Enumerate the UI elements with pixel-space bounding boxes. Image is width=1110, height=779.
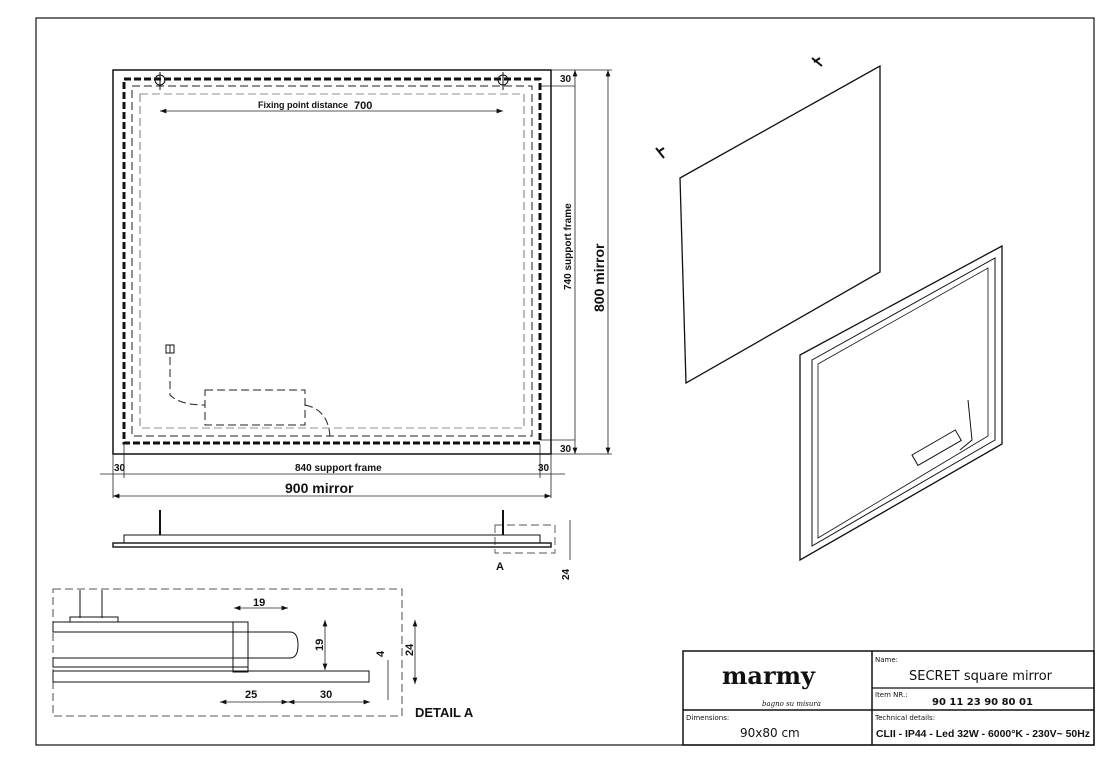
detail-dim-glass: 4	[375, 650, 387, 657]
bottom-margin-dim: 30	[560, 444, 572, 455]
mirror-outline	[112, 69, 552, 455]
top-margin-dim: 30	[560, 74, 572, 85]
front-view: Fixing point distance 700 30 30 740 supp…	[100, 69, 612, 499]
left-margin-dim: 30	[114, 463, 126, 474]
name-label: Name:	[875, 656, 898, 664]
dimensions-label: Dimensions:	[686, 714, 729, 722]
detail-dim-left: 25	[245, 689, 257, 701]
detail-a: 19 19 24 4 25 30 DETAIL A	[52, 588, 474, 720]
support-frame-inner	[139, 93, 525, 429]
name-value: SECRET square mirror	[909, 669, 1053, 684]
led-driver	[911, 429, 962, 467]
detail-title: DETAIL A	[415, 705, 474, 720]
power-unit	[165, 344, 331, 441]
detail-dim-total: 24	[404, 643, 416, 656]
screw-icon	[655, 57, 823, 159]
marmy-logo: marmy	[722, 661, 816, 690]
detail-dim-right: 30	[320, 689, 332, 701]
sheet-border	[35, 17, 1095, 746]
fixing-screw-icon	[154, 72, 509, 90]
mirror-glass	[679, 64, 881, 385]
support-frame-width-dim: 840 support frame	[295, 463, 382, 474]
technical-label: Technical details:	[874, 714, 935, 722]
right-margin-dim: 30	[538, 463, 550, 474]
support-frame	[131, 85, 533, 437]
detail-dim-frame: 19	[314, 639, 326, 651]
support-frame-height-dim: 740 support frame	[563, 203, 574, 290]
isometric-view	[655, 57, 1003, 562]
item-label: Item NR.:	[875, 691, 908, 699]
fixing-value: 700	[354, 100, 372, 112]
mirror-back	[799, 244, 1003, 562]
led-strip	[122, 77, 542, 445]
detail-marker: A	[496, 561, 504, 573]
detail-dim-top: 19	[253, 597, 265, 609]
wall-plug-icon	[159, 510, 504, 535]
dimensions-value: 90x80 cm	[740, 726, 800, 740]
mirror-height-dim: 800 mirror	[591, 243, 607, 312]
thickness-dim: 24	[561, 568, 572, 580]
fixing-label: Fixing point distance	[258, 100, 348, 110]
technical-value: CLII - IP44 - Led 32W - 6000°K - 230V~ 5…	[876, 729, 1090, 740]
title-block: marmy bagno su misura Name: SECRET squar…	[682, 650, 1095, 746]
logo-tagline: bagno su misura	[762, 700, 821, 708]
side-view: A 24	[112, 510, 572, 580]
mirror-width-dim: 900 mirror	[285, 480, 354, 496]
item-value: 90 11 23 90 80 01	[932, 697, 1033, 708]
